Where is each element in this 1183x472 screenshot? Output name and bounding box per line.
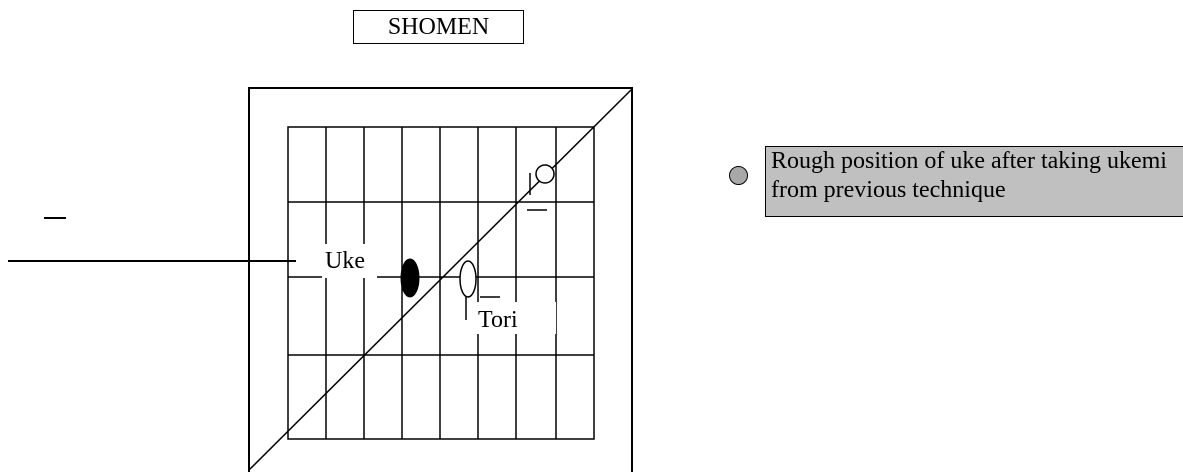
legend-text: Rough position of uke after taking ukemi…	[771, 148, 1167, 203]
uke-label: Uke	[322, 244, 377, 278]
diagonal-line	[248, 88, 633, 471]
tori-label: Tori	[474, 302, 556, 334]
legend-marker-icon	[729, 166, 748, 185]
mat-outer-border	[248, 87, 633, 472]
shomen-label: SHOMEN	[353, 10, 524, 44]
tori-marker-icon	[459, 260, 477, 298]
previous-uke-position-icon	[535, 164, 555, 184]
legend-box: Rough position of uke after taking ukemi…	[765, 146, 1183, 217]
tatami-grid	[287, 126, 595, 440]
uke-marker-icon	[400, 258, 420, 298]
shomen-text: SHOMEN	[387, 13, 490, 40]
